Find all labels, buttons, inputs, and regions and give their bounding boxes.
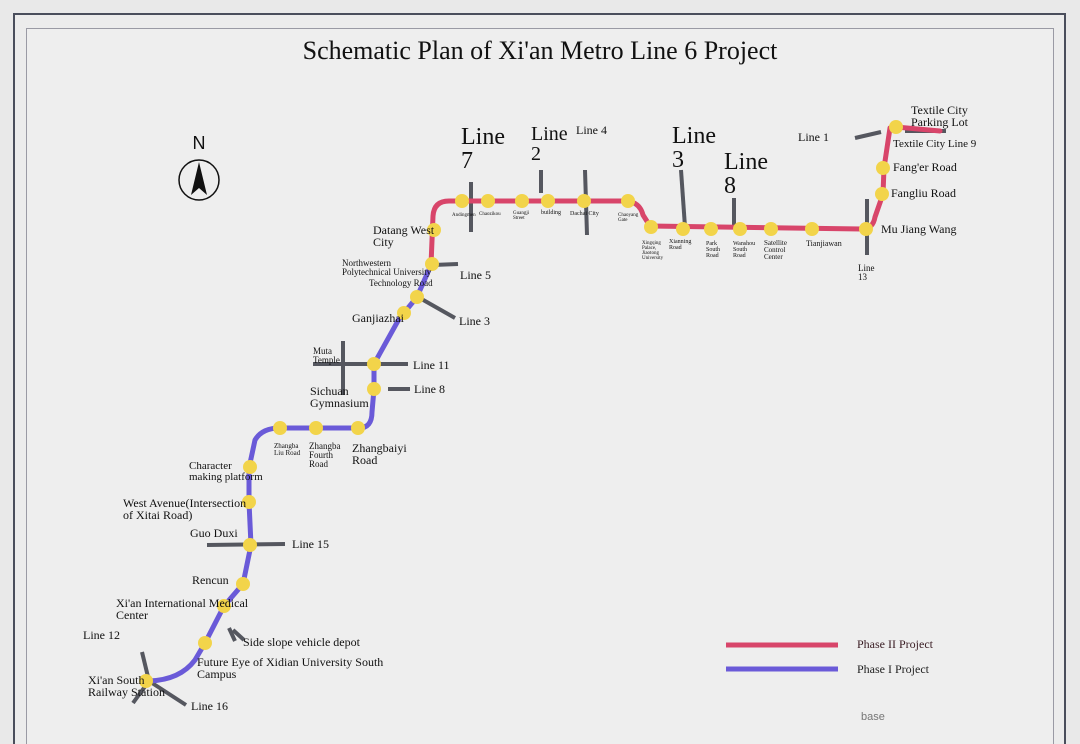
map-label: Guangji Street bbox=[513, 211, 530, 221]
map-label: Line 15 bbox=[292, 537, 329, 551]
transfer-lines bbox=[131, 129, 946, 707]
map-label: West Avenue(Intersection of Xitai Road) bbox=[123, 496, 247, 522]
station-marker[interactable]: Xi'an South Railway Station bbox=[139, 674, 153, 688]
station-marker[interactable]: Mu Jiang Wang bbox=[859, 222, 873, 236]
station-marker[interactable]: building bbox=[541, 194, 555, 208]
map-label: Tianjiawan bbox=[806, 239, 842, 248]
phase1-route bbox=[146, 262, 434, 684]
map-label: Line 2 bbox=[531, 123, 568, 165]
transfer-line bbox=[854, 130, 882, 140]
station-marker[interactable]: Guangji Street bbox=[515, 194, 529, 208]
compass-label: N bbox=[192, 133, 206, 153]
legend-phase1-label: Phase I Project bbox=[857, 662, 929, 676]
station-marker[interactable]: Zhangba Fourth Road bbox=[309, 421, 323, 435]
map-label: Line 4 bbox=[576, 123, 607, 137]
transfer-line bbox=[147, 679, 188, 707]
map-label: Line 3 bbox=[459, 314, 490, 328]
map-label: Wanshou South Road bbox=[733, 241, 756, 259]
map-label: Character making platform bbox=[189, 460, 263, 483]
station-marker[interactable]: Chaozikou bbox=[481, 194, 495, 208]
map-label: Xi'an South Railway Station bbox=[88, 673, 165, 699]
station-marker[interactable]: Sichuan Gymnasium bbox=[367, 382, 381, 396]
map-label: Andingmen bbox=[452, 213, 476, 218]
map-title: Schematic Plan of Xi'an Metro Line 6 Pro… bbox=[302, 36, 778, 65]
station-marker[interactable]: Xianning Road bbox=[676, 222, 690, 236]
map-label: Chaozikou bbox=[479, 212, 501, 217]
station-marker[interactable]: Textile City Parking Lot bbox=[889, 120, 903, 134]
map-label: Mu Jiang Wang bbox=[881, 222, 957, 236]
map-label: Fang'er Road bbox=[893, 160, 957, 174]
map-label: Sichuan Gymnasium bbox=[310, 384, 369, 410]
station-marker[interactable]: Muta Temple bbox=[367, 357, 381, 371]
map-label: building bbox=[541, 210, 562, 216]
map-label: Zhangbaiyi Road bbox=[352, 441, 407, 467]
station-marker[interactable]: Ganjiazhai bbox=[397, 306, 411, 320]
station-marker[interactable]: Satellite Control Center bbox=[764, 222, 778, 236]
map-label: Line 16 bbox=[191, 699, 228, 713]
map-label: Guo Duxi bbox=[190, 526, 238, 540]
station-marker[interactable]: Zhangba Liu Road bbox=[273, 421, 287, 435]
map-inner-frame bbox=[26, 28, 1054, 744]
map-label: Xianning Road bbox=[669, 239, 692, 251]
base-label: base bbox=[861, 711, 885, 723]
map-label: Future Eye of Xidian University South Ca… bbox=[197, 655, 384, 681]
station-marker[interactable]: Dachai City bbox=[577, 194, 591, 208]
map-label: Line 8 bbox=[414, 382, 445, 396]
map-label: Line 3 bbox=[672, 123, 716, 173]
map-label: Muta Temple bbox=[313, 346, 340, 365]
station-marker[interactable]: Fang'er Road bbox=[876, 161, 890, 175]
map-label: Technology Road bbox=[369, 278, 433, 288]
station-marker[interactable]: West Avenue (Intersection of Xitai Road) bbox=[242, 495, 256, 509]
map-label: Line 8 bbox=[724, 149, 768, 199]
map-label: Chaoyang Gate bbox=[618, 213, 639, 223]
station-marker[interactable]: Character making platform bbox=[243, 460, 257, 474]
transfer-line bbox=[417, 295, 456, 320]
station-marker[interactable]: Rencun bbox=[236, 577, 250, 591]
map-label: Textile City Line 9 bbox=[893, 138, 977, 150]
map-label: Northwestern Polytechnical University bbox=[342, 258, 432, 277]
station-marker[interactable]: Tianjiawan bbox=[805, 222, 819, 236]
map-label: Textile City Parking Lot bbox=[911, 103, 968, 129]
map-label: Line 1 bbox=[798, 130, 829, 144]
transfer-line bbox=[231, 628, 246, 642]
map-label: Line 5 bbox=[460, 268, 491, 282]
station-marker[interactable]: Xi'an International Medical Center bbox=[217, 599, 231, 613]
station-marker[interactable]: Chaoyang Gate bbox=[621, 194, 635, 208]
station-marker[interactable]: Technology Road bbox=[410, 290, 424, 304]
station-marker[interactable]: Zhangbaiyi Road bbox=[351, 421, 365, 435]
map-label: Dachai City bbox=[570, 211, 599, 217]
transfer-line bbox=[679, 169, 687, 228]
station-marker[interactable]: Guo Duxi bbox=[243, 538, 257, 552]
map-label: Line 12 bbox=[83, 628, 120, 642]
map-label: Xi'an International Medical Center bbox=[116, 596, 249, 622]
station-marker[interactable]: Xingqing Palace, Jiaotong University bbox=[644, 220, 658, 234]
station-marker[interactable]: Park South Road bbox=[704, 222, 718, 236]
map-label: Side slope vehicle depot bbox=[243, 635, 360, 649]
map-label: Line 13 bbox=[858, 263, 875, 282]
station-marker[interactable]: Datang West City bbox=[427, 223, 441, 237]
station-marker[interactable]: Andingmen bbox=[455, 194, 469, 208]
transfer-line bbox=[227, 627, 237, 642]
phase2-route bbox=[428, 124, 943, 268]
legend bbox=[726, 642, 838, 672]
map-label: Zhangba Liu Road bbox=[274, 442, 301, 457]
stations: Textile City Parking LotFang'er RoadFang… bbox=[139, 120, 903, 688]
map-label: Rencun bbox=[192, 573, 229, 587]
map-label: Satellite Control Center bbox=[764, 239, 787, 261]
station-marker[interactable]: Northwestern Polytechnical University bbox=[425, 257, 439, 271]
station-marker[interactable]: Fangliu Road bbox=[875, 187, 889, 201]
north-arrow-icon: N bbox=[176, 133, 222, 203]
map-label: Line 7 bbox=[461, 124, 505, 174]
station-marker[interactable]: Future Eye of Xidian University South Ca… bbox=[198, 636, 212, 650]
map-label: Park South Road bbox=[706, 241, 721, 259]
station-marker[interactable]: Wanshou South Road bbox=[733, 222, 747, 236]
map-label: Ganjiazhai bbox=[352, 311, 404, 325]
legend-phase2-label: Phase II Project bbox=[857, 637, 933, 651]
map-label: Zhangba Fourth Road bbox=[309, 441, 341, 469]
map-label: Xingqing Palace, Jiaotong University bbox=[642, 241, 664, 261]
map-label: Fangliu Road bbox=[891, 186, 956, 200]
map-label: Datang West City bbox=[373, 223, 435, 249]
map-label: Line 11 bbox=[413, 358, 450, 372]
